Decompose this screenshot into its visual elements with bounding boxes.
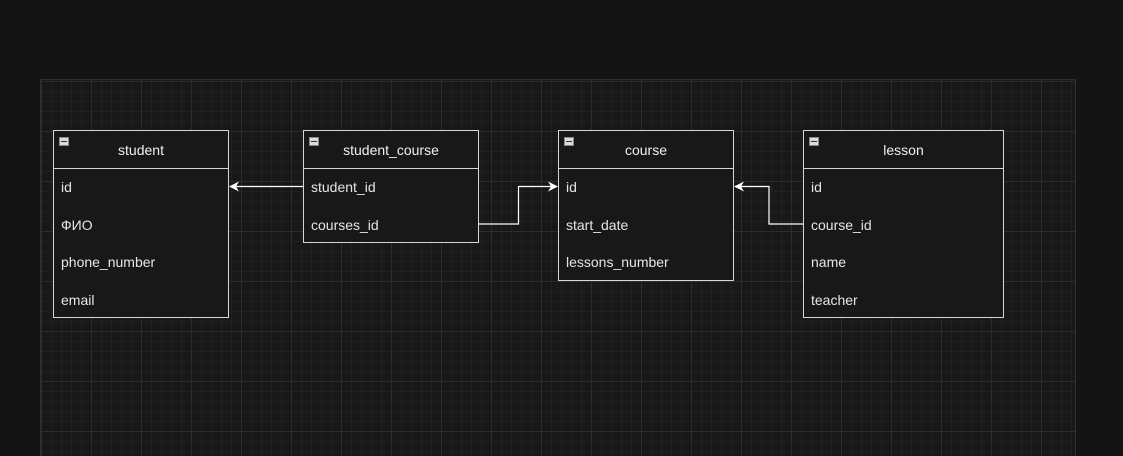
field-lessons-number[interactable]: lessons_number [566, 254, 669, 270]
entity-lesson[interactable]: lesson id course_id name teacher [803, 130, 1004, 318]
field-course-id[interactable]: course_id [811, 216, 872, 233]
field-phone-number[interactable]: phone_number [61, 254, 156, 270]
field-id[interactable]: id [811, 179, 822, 195]
entity-title: student [118, 141, 164, 158]
field-name[interactable]: name [811, 254, 847, 270]
field-id[interactable]: id [61, 179, 72, 195]
field-teacher[interactable]: teacher [811, 291, 858, 308]
entity-student-course[interactable]: student_course student_id courses_id [303, 130, 479, 243]
collapse-minus-icon[interactable] [564, 137, 574, 146]
collapse-minus-icon[interactable] [59, 137, 69, 146]
entity-header[interactable]: student [54, 131, 228, 169]
field-student-id[interactable]: student_id [311, 179, 376, 195]
entity-title: student_course [343, 141, 439, 158]
collapse-minus-icon[interactable] [309, 137, 319, 146]
field-start-date[interactable]: start_date [566, 216, 629, 233]
entity-header[interactable]: lesson [804, 131, 1003, 169]
entity-header[interactable]: student_course [304, 131, 478, 169]
entity-title: course [624, 141, 668, 158]
field-courses-id[interactable]: courses_id [311, 216, 379, 233]
entity-course[interactable]: course id start_date lessons_number [558, 130, 734, 281]
field-email[interactable]: email [61, 291, 95, 308]
entity-header[interactable]: course [559, 131, 733, 169]
collapse-minus-icon[interactable] [809, 137, 819, 146]
field-fio[interactable]: ФИО [61, 216, 93, 233]
field-id[interactable]: id [566, 179, 577, 195]
entity-student[interactable]: student id ФИО phone_number email [53, 130, 229, 318]
entity-title: lesson [883, 141, 924, 158]
